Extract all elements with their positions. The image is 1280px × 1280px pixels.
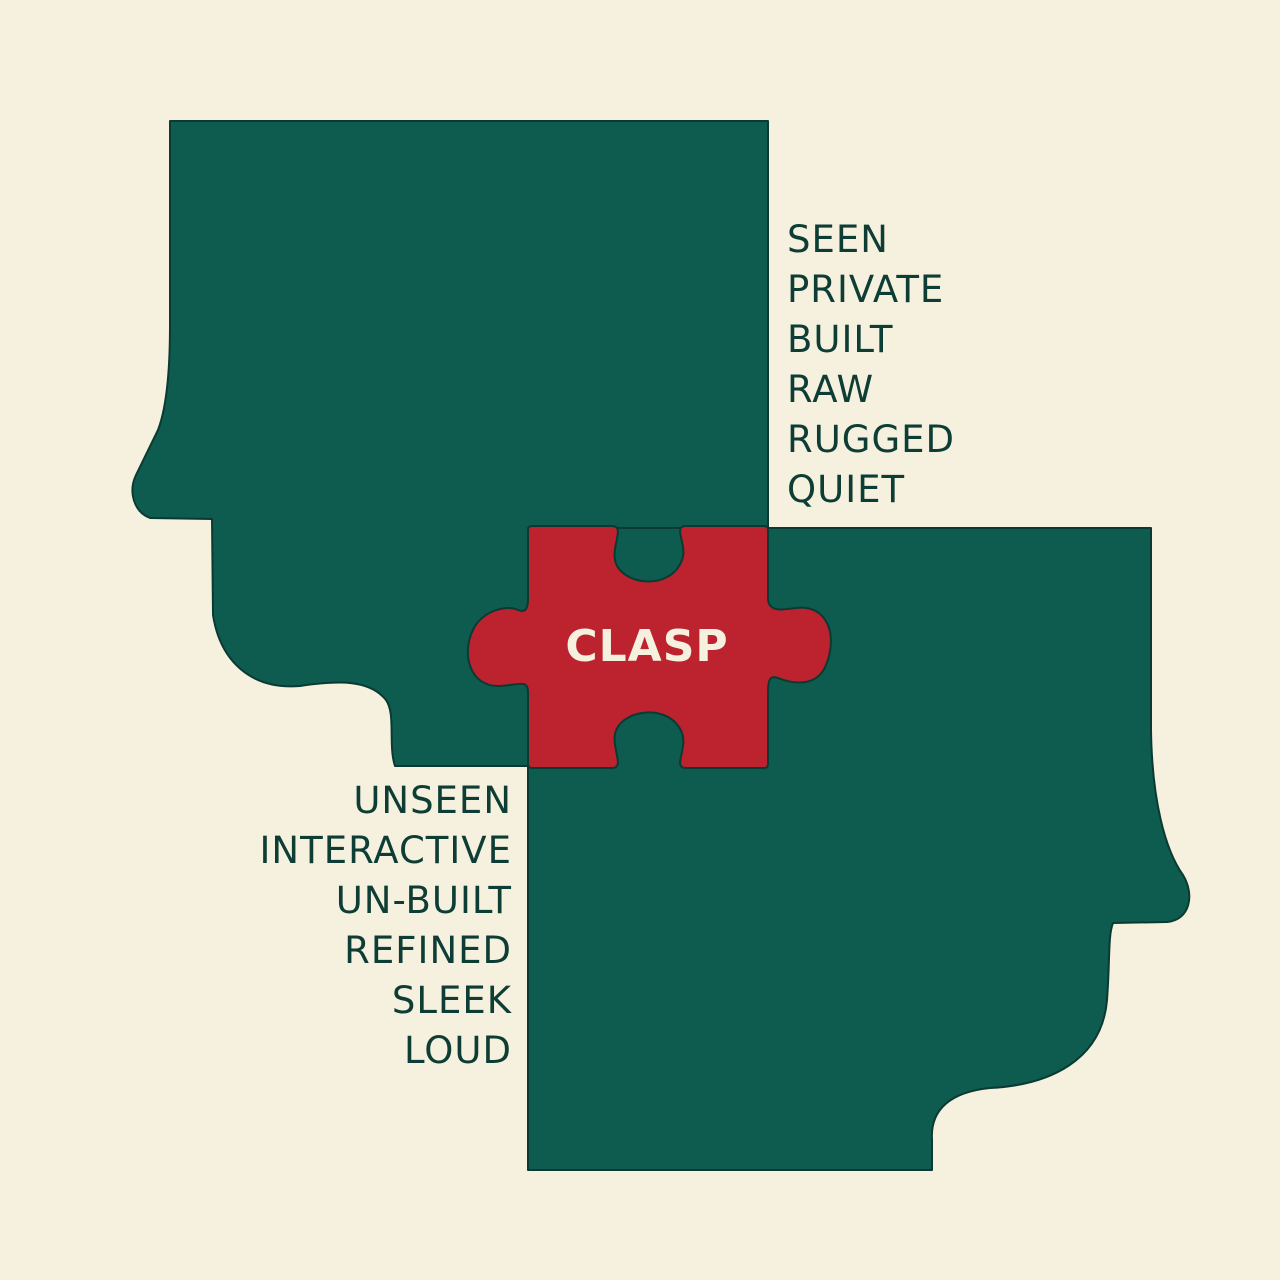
word-item: UN-BUILT [335,879,512,922]
word-item: SLEEK [391,979,512,1022]
puzzle-piece [466,525,832,769]
word-item: LOUD [404,1029,512,1072]
word-item: BUILT [787,318,894,361]
word-item: RAW [787,368,875,411]
word-item: INTERACTIVE [259,829,512,872]
lower-head-word-list: UNSEEN INTERACTIVE UN-BUILT REFINED SLEE… [230,776,512,1076]
word-item: QUIET [787,468,906,511]
word-item: UNSEEN [353,779,512,822]
word-item: RUGGED [787,418,956,461]
word-item: REFINED [344,929,512,972]
upper-head-word-list: SEEN PRIVATE BUILT RAW RUGGED QUIET [787,215,955,515]
word-item: PRIVATE [787,268,945,311]
center-label: CLASP [565,621,728,672]
word-item: SEEN [787,218,889,261]
